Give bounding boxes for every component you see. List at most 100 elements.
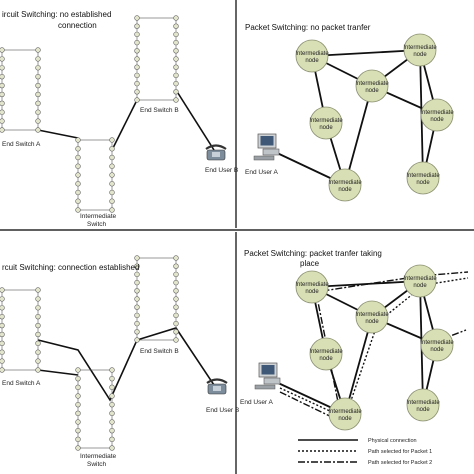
br-title-line-2: place: [300, 259, 320, 268]
bl-intermediate-switch-port: [75, 384, 81, 391]
tr-intermediate-node-n2-label-1: Intermediate: [403, 45, 437, 51]
tl-end-switch-a-port: [35, 91, 41, 98]
tl-end-switch-b-port: [173, 56, 179, 62]
br-computer-icon: [254, 362, 281, 390]
br-intermediate-node-n6-circle: [328, 397, 362, 431]
tl-intermediate-switch-port: [109, 137, 115, 143]
bl-end-switch-b-port: [134, 288, 140, 294]
tr-intermediate-node-n5-label-1: Intermediate: [309, 118, 343, 124]
tl-phone-icon: [205, 144, 227, 161]
bl-end-switch-a-port: [0, 287, 5, 293]
bl-end-switch-b-port: [173, 288, 179, 294]
bl-end-switch-a-port: [35, 322, 41, 329]
tr-computer-icon-base: [262, 148, 280, 156]
bl-end-switch-b-port: [173, 263, 179, 269]
bl-end-switch-a-port: [35, 313, 41, 320]
bl-end-switch-b-port: [173, 329, 179, 335]
tl-end-switch-b-port: [173, 64, 179, 70]
tl-end-switch-b: [134, 15, 179, 103]
bl-end-switch-a-port: [35, 331, 41, 338]
tl-end-switch-b-port: [134, 48, 140, 54]
intermediate-nodes: IntermediatenodeIntermediatenodeIntermed…: [295, 33, 454, 431]
tl-end-switch-a-port: [35, 56, 41, 62]
tl-end-switch-a-port: [0, 118, 5, 124]
tl-intermediate-switch-port: [109, 198, 115, 204]
bl-intermediate-switch-port: [75, 419, 81, 425]
bl-intermediate-switch-port: [75, 375, 81, 382]
bl-end-switch-a-port: [0, 305, 5, 311]
br-title-line-1: Packet Switching: packet tranfer taking: [244, 249, 382, 258]
br-intermediate-node-n7-circle: [406, 388, 440, 422]
switch-stacks: [0, 15, 179, 451]
br-computer-icon-screen: [261, 365, 275, 375]
tl-end-switch-a-port: [0, 65, 5, 71]
bl-end-switch-a-port: [0, 340, 5, 347]
tl-end-switch-a-port: [0, 91, 5, 98]
bl-end-switch-a-label: End Switch A: [2, 380, 41, 387]
bl-end-switch-b-port: [134, 255, 140, 261]
br-intermediate-node-n4-label-1: Intermediate: [420, 340, 454, 346]
tl-intermediate-switch-port: [75, 189, 81, 196]
tr-intermediate-node-n3-circle: [355, 69, 389, 103]
legend-packet2-label: Path selected for Packet 2: [368, 460, 432, 466]
bl-intermediate-switch-port: [75, 410, 81, 417]
tl-end-switch-b-port: [134, 23, 140, 29]
br-intermediate-node-n6-label-1: Intermediate: [328, 409, 362, 415]
connection-lines: [37, 49, 469, 424]
br-intermediate-node-n2-label-2: node: [413, 283, 427, 289]
tl-end-switch-a-port: [35, 100, 41, 107]
tl-end-switch-b-port: [173, 15, 179, 21]
bl-end-user-b-label: End User B: [206, 407, 239, 414]
tl-intermediate-switch-port: [75, 137, 81, 143]
bl-intermediate-switch-port: [109, 410, 115, 417]
br-intermediate-node-n1-circle: [295, 270, 329, 304]
tl-end-switch-b-port: [173, 39, 179, 46]
tr-intermediate-node-n7-circle: [406, 161, 440, 195]
tr-computer-icon-keyboard: [253, 155, 275, 161]
tl-phone-icon-keypad: [212, 152, 220, 157]
bl-end-switch-b-port: [173, 279, 179, 286]
br-intermediate-node-n7-label-2: node: [416, 407, 430, 413]
legend-physical-label: Physical connection: [368, 438, 417, 444]
bl-intermediate-switch-port: [109, 445, 115, 451]
bl-end-switch-b: [134, 255, 179, 343]
tr-intermediate-node-n4-label-1: Intermediate: [420, 110, 454, 116]
br-intermediate-node-n1-label-1: Intermediate: [295, 282, 329, 288]
tl-intermediate-switch-port: [109, 163, 115, 169]
bl-circuit-path: [37, 327, 215, 402]
bl-intermediate-switch-port: [75, 436, 81, 443]
br-intermediate-node-n2-circle: [403, 264, 437, 298]
bl-end-switch-a-frame: [1, 289, 39, 371]
tl-end-switch-b-port: [134, 15, 140, 21]
tr-intermediate-node-n1-label-1: Intermediate: [295, 51, 329, 57]
tr-title: Packet Switching: no packet tranfer: [245, 23, 371, 32]
tl-end-switch-b-port: [134, 64, 140, 70]
bl-end-switch-b-port: [134, 304, 140, 310]
tl-intermediate-switch-port: [75, 181, 81, 187]
tl-end-switch-a-port: [0, 82, 5, 89]
tl-phone-icon-handset: [205, 144, 227, 150]
tl-end-switch-b-port: [134, 56, 140, 62]
tr-intermediate-node-n2-circle: [403, 33, 437, 67]
tl-end-switch-a-port: [35, 82, 41, 89]
tl-intermediate-switch: [75, 137, 115, 213]
bl-intermediate-switch-port: [109, 436, 115, 443]
bl-end-switch-b-port: [134, 337, 140, 343]
bl-end-switch-b-frame: [136, 257, 177, 341]
legend: Physical connection Path selected for Pa…: [298, 438, 432, 466]
tl-link-a-to-intermediate: [37, 129, 79, 139]
tl-end-switch-a-port: [35, 109, 41, 115]
tr-end-user-a-label: End User A: [245, 169, 279, 176]
bl-title: rcuit Switching: connection established: [2, 263, 139, 272]
tl-end-switch-b-label: End Switch B: [140, 107, 179, 114]
bl-end-switch-b-port: [173, 304, 179, 310]
tl-end-switch-a-port: [0, 47, 5, 53]
bl-end-switch-a-port: [35, 296, 41, 302]
